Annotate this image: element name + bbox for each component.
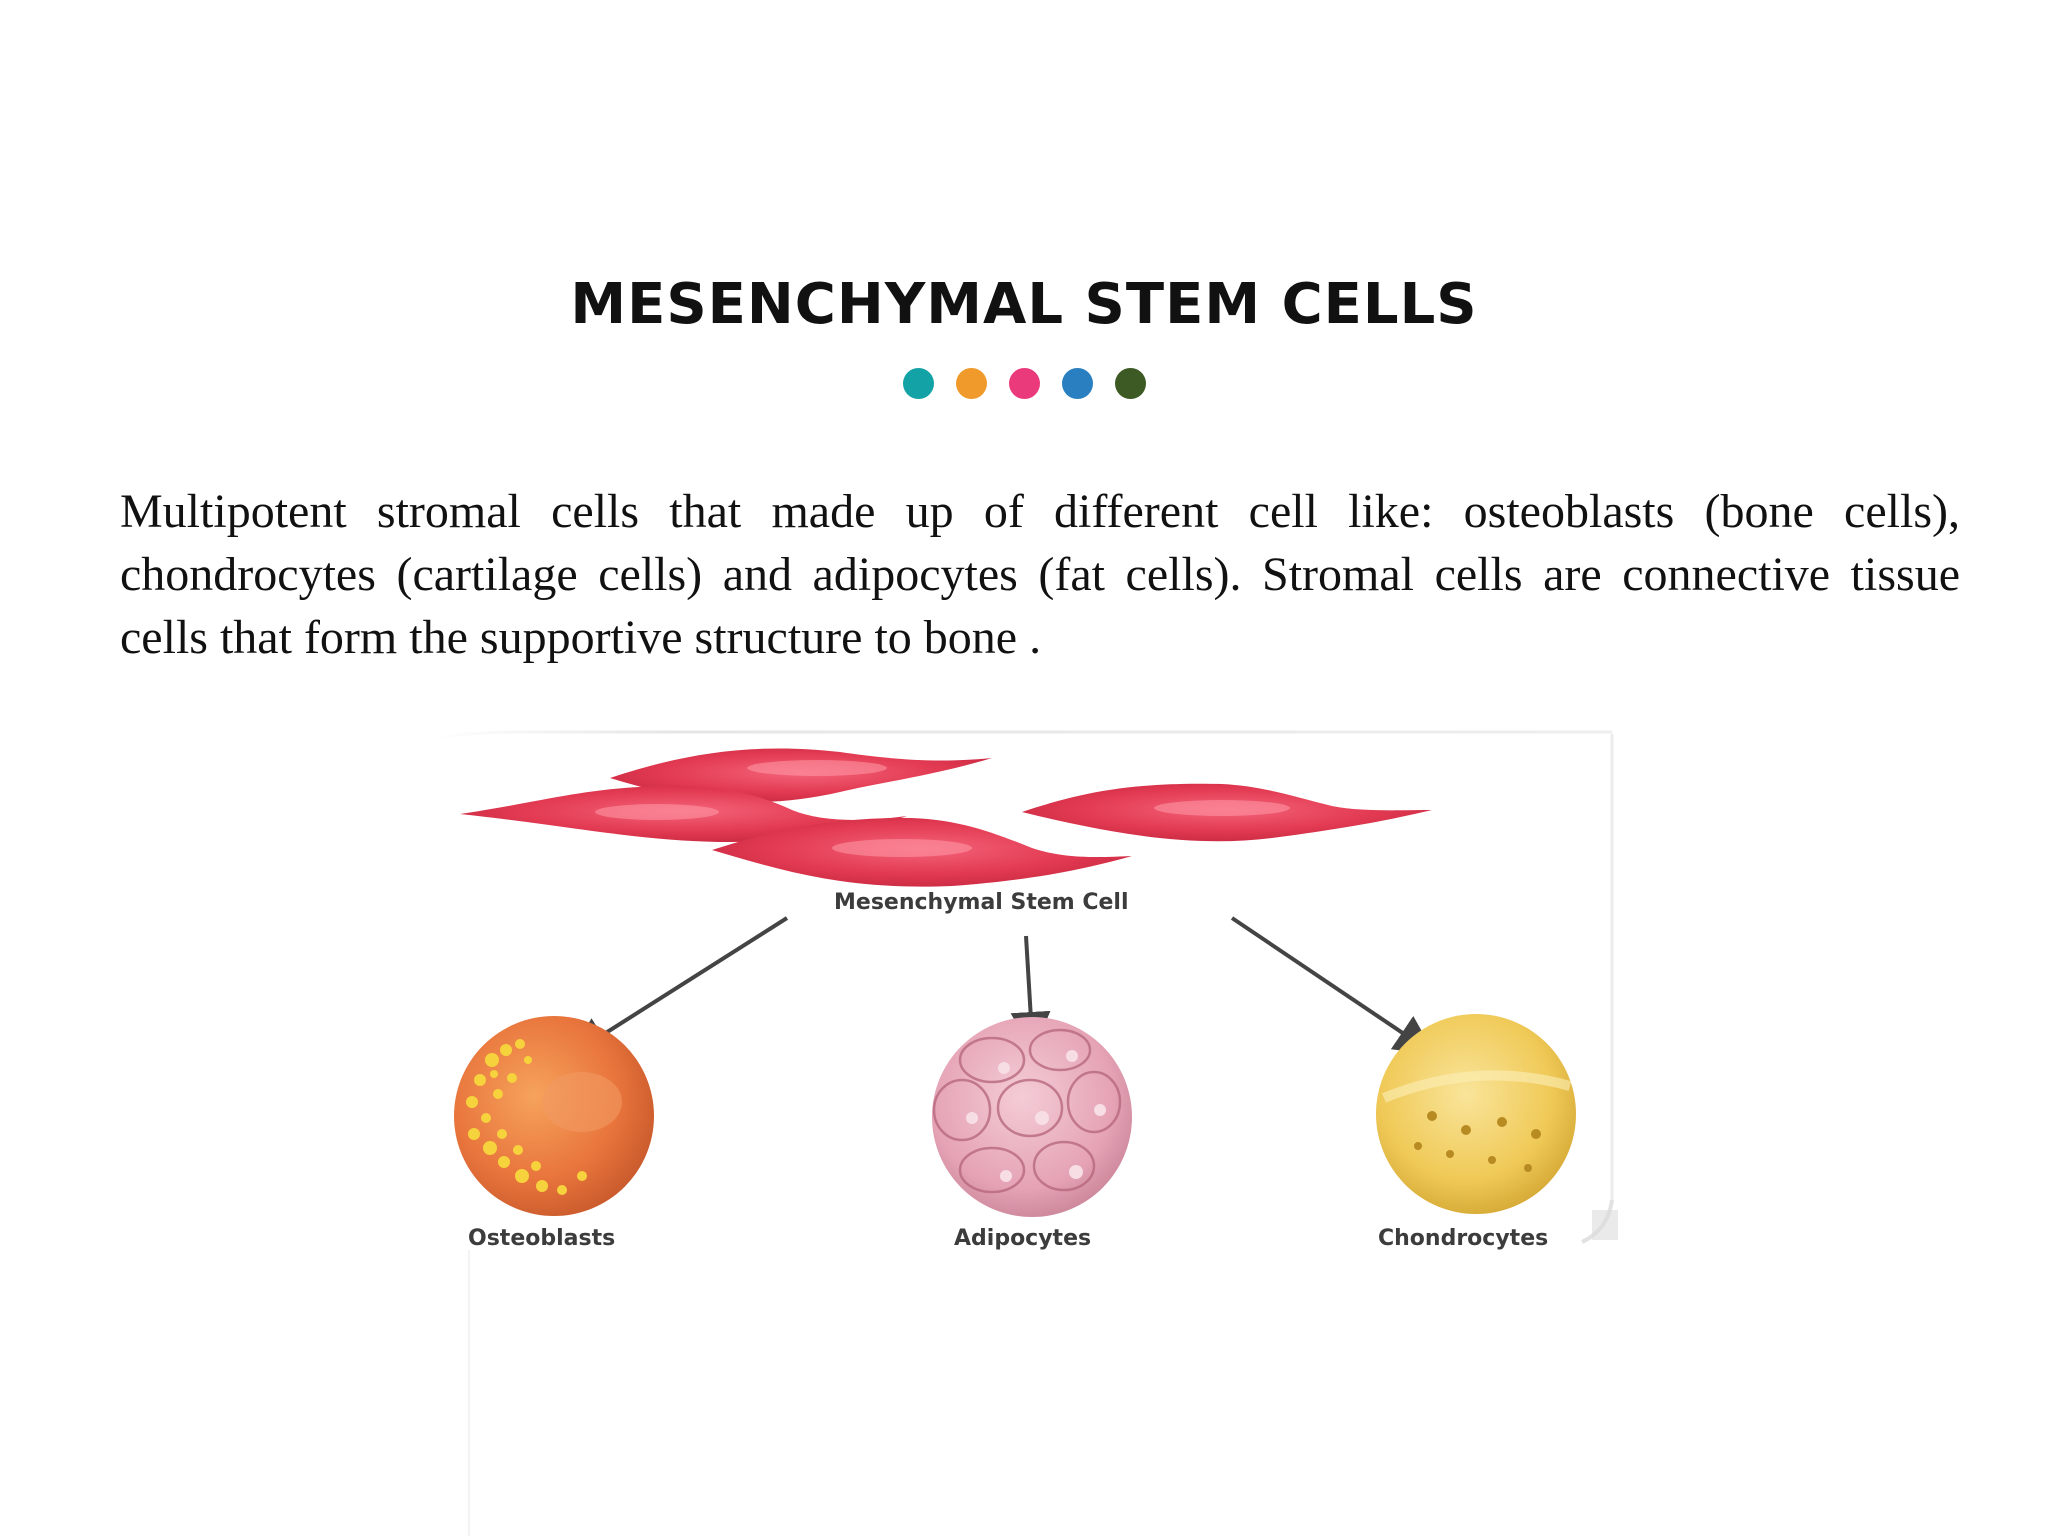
diagram-illustration	[432, 730, 1618, 1244]
orange-dot	[955, 368, 987, 399]
slide-title: MESENCHYMAL STEM CELLS	[570, 272, 1478, 337]
teal-dot	[902, 368, 934, 399]
green-dot	[1114, 368, 1146, 399]
osteoblast-cell	[454, 1016, 654, 1216]
stem-cell-cluster	[460, 748, 1432, 887]
chondrocytes-label: Chondrocytes	[1378, 1226, 1549, 1251]
description-paragraph: Multipotent stromal cells that made up o…	[120, 485, 1960, 664]
adipocyte-cell	[932, 1017, 1132, 1217]
adipocytes-label: Adipocytes	[954, 1226, 1092, 1251]
blue-dot	[1061, 368, 1093, 399]
figure-shadow-edge	[468, 1250, 470, 1536]
pink-dot	[1008, 368, 1040, 399]
chondrocyte-cell	[1376, 1014, 1576, 1214]
stem-cell-label: Mesenchymal Stem Cell	[834, 890, 1129, 915]
differentiation-diagram: Mesenchymal Stem Cell Osteoblasts Adipoc…	[432, 730, 1622, 1251]
decorative-dots	[0, 368, 2048, 399]
osteoblasts-label: Osteoblasts	[468, 1226, 616, 1251]
